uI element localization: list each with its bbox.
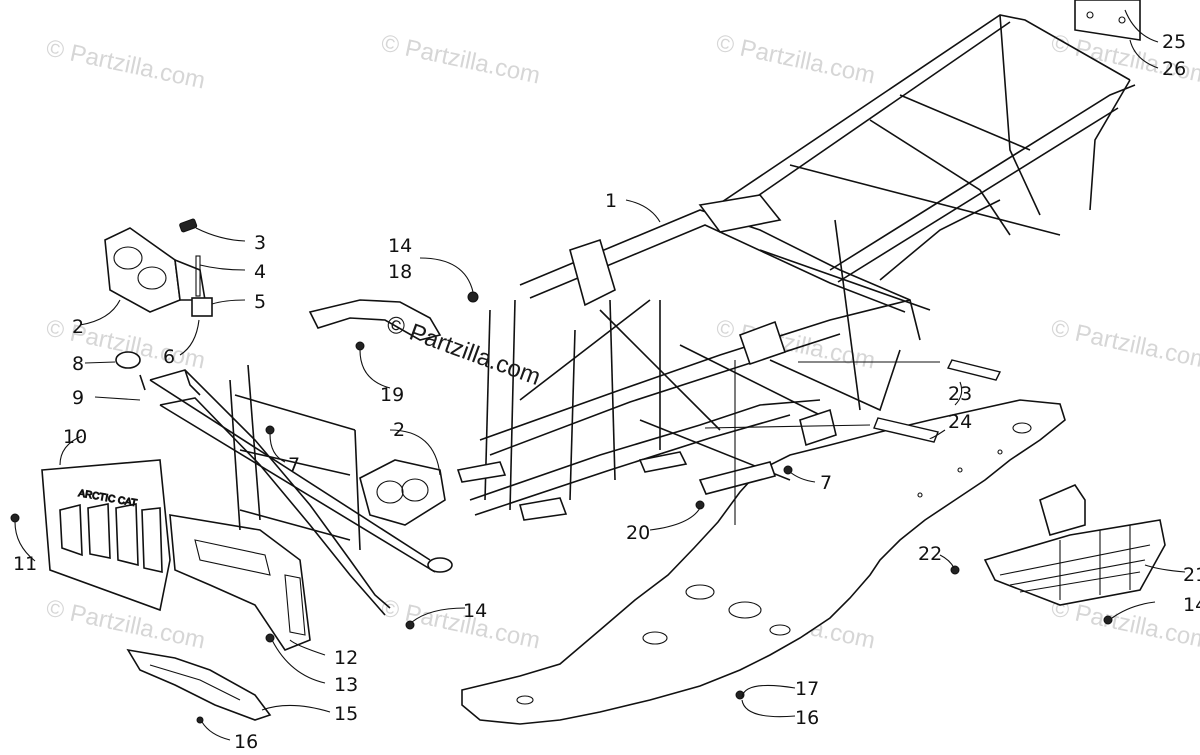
- callout-11: 11: [13, 553, 37, 575]
- lower-panel: [169, 514, 311, 651]
- callout-3: 3: [254, 232, 266, 254]
- callout-7: 7: [820, 472, 832, 494]
- skid-plate-front: [126, 648, 272, 721]
- watermark: © Partzilla.com: [714, 314, 878, 374]
- callout-7: 7: [288, 454, 300, 476]
- watermark: © Partzilla.com: [1049, 314, 1200, 374]
- callout-10: 10: [63, 426, 87, 448]
- callout-4: 4: [254, 261, 266, 283]
- footrest-assembly: [983, 484, 1166, 606]
- callout-2: 2: [393, 419, 405, 441]
- main-frame: [456, 0, 1141, 521]
- callout-12: 12: [334, 647, 358, 669]
- callout-26: 26: [1162, 58, 1186, 80]
- callout-14: 14: [463, 600, 487, 622]
- callout-22: 22: [918, 543, 942, 565]
- skid-plate: [461, 399, 1066, 725]
- front-grille: ARCTIC CAT: [41, 459, 171, 612]
- callout-8: 8: [72, 353, 84, 375]
- mount-bracket: [308, 299, 442, 341]
- callout-23: 23: [948, 383, 972, 405]
- watermark: © Partzilla.com: [714, 29, 878, 89]
- watermark: © Partzilla.com: [379, 29, 543, 89]
- callout-9: 9: [72, 387, 84, 409]
- callout-21: 21: [1183, 564, 1200, 586]
- bumper-strips: [873, 359, 1002, 443]
- callout-2: 2: [72, 316, 84, 338]
- callout-17: 17: [795, 678, 819, 700]
- watermark: © Partzilla.com: [379, 594, 543, 654]
- hardware: [10, 218, 1113, 724]
- brush-guard: [139, 364, 453, 616]
- watermark: © Partzilla.com: [44, 34, 208, 94]
- callout-16: 16: [795, 707, 819, 729]
- callout-20: 20: [626, 522, 650, 544]
- callout-1: 1: [605, 190, 617, 212]
- callout-14: 14: [388, 235, 412, 257]
- headlight-right: [359, 459, 446, 526]
- headlight-left: [104, 227, 206, 313]
- callout-15: 15: [334, 703, 358, 725]
- callout-13: 13: [334, 674, 358, 696]
- callout-24: 24: [948, 411, 972, 433]
- callout-19: 19: [380, 384, 404, 406]
- callout-18: 18: [388, 261, 412, 283]
- callout-14: 14: [1183, 594, 1200, 616]
- center-watermark: © Partzilla.com: [383, 310, 544, 391]
- watermark: © Partzilla.com: [44, 594, 208, 654]
- callout-6: 6: [163, 346, 175, 368]
- callout-25: 25: [1162, 31, 1186, 53]
- callout-numbers: 1 2 2 3 4 5 6 7 7 8 9 10 11 12 13 14 14 …: [13, 31, 1200, 753]
- leader-lines: [14, 9, 1186, 741]
- callout-5: 5: [254, 291, 266, 313]
- callout-16: 16: [234, 731, 258, 753]
